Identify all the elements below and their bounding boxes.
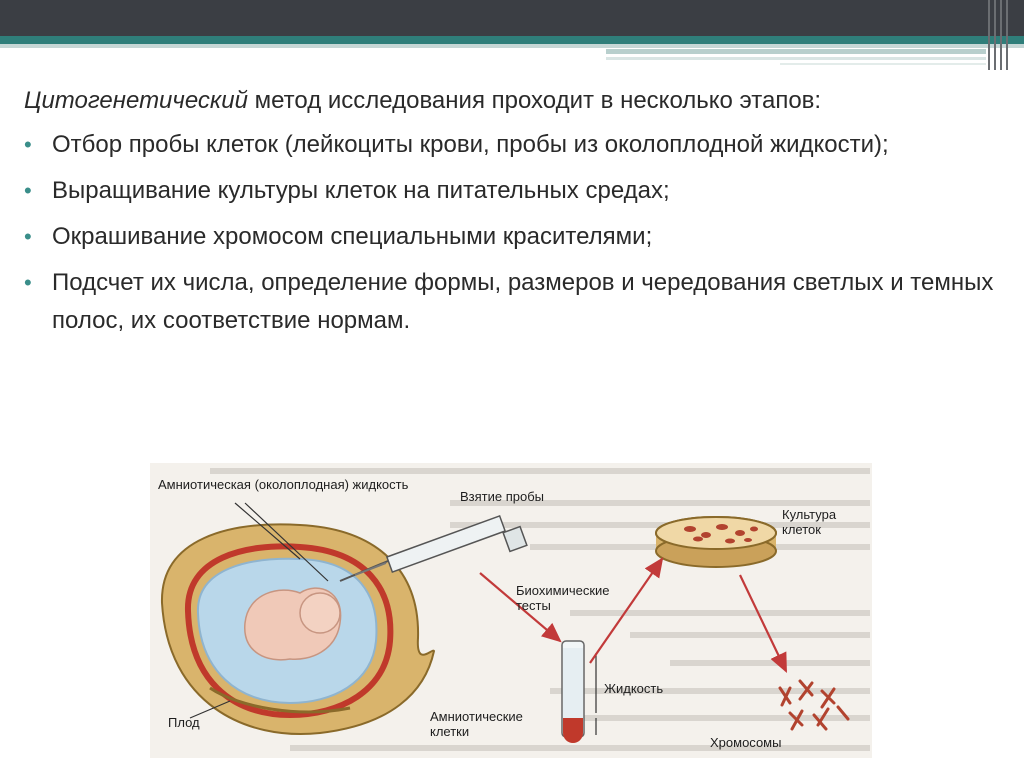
list-item: • Окрашивание хромосом специальными краси… — [24, 218, 1004, 256]
label-chromosomes: Хромосомы — [710, 735, 782, 750]
intro-paragraph: Цитогенетический метод исследования прох… — [24, 82, 1004, 120]
label-fetus: Плод — [168, 715, 200, 730]
slide-body: Цитогенетический метод исследования прох… — [24, 82, 1004, 348]
header-vertical-lines — [988, 0, 1014, 70]
stages-list: • Отбор пробы клеток (лейкоциты крови, пр… — [24, 126, 1004, 340]
header-stripe-right-3 — [780, 63, 986, 65]
bullet-icon: • — [24, 132, 32, 157]
stage-1-text: Отбор пробы клеток (лейкоциты крови, про… — [52, 131, 889, 158]
header-bar — [0, 0, 1024, 36]
label-biochem: Биохимические тесты — [516, 583, 610, 613]
diagram-graphic — [160, 468, 870, 751]
label-leader-lines — [189, 502, 329, 719]
stage-2-text: Выращивание культуры клеток на питательн… — [52, 177, 670, 204]
label-amniotic-fluid: Амниотическая (околоплодная) жидкость — [158, 477, 409, 492]
list-item: • Подсчет их числа, определение формы, ра… — [24, 264, 1004, 340]
process-arrows — [479, 557, 787, 673]
header-stripe-light — [0, 44, 1024, 48]
amniocentesis-diagram: Амниотическая (околоплодная) жидкость Вз… — [150, 463, 872, 758]
test-tube-icon — [561, 640, 597, 743]
header-stripe — [0, 36, 1024, 44]
stage-3-text: Окрашивание хромосом специальными красит… — [52, 223, 653, 250]
header-stripe-right — [606, 49, 986, 54]
uterus-shape — [160, 523, 436, 735]
bullet-icon: • — [24, 270, 32, 295]
label-sampling: Взятие пробы — [460, 489, 545, 504]
header-stripe-right-2 — [606, 57, 986, 60]
bullet-icon: • — [24, 224, 32, 249]
background-text-lines — [210, 468, 870, 751]
culture-dish-icon — [655, 516, 777, 568]
intro-text: метод исследования проходит в несколько … — [247, 87, 822, 114]
label-amniotic-cells: Амниотические клетки — [430, 709, 523, 739]
bullet-icon: • — [24, 178, 32, 203]
syringe-icon — [339, 514, 528, 582]
label-liquid: Жидкость — [604, 681, 664, 696]
stage-4-text: Подсчет их числа, определение формы, раз… — [52, 269, 994, 334]
list-item: • Выращивание культуры клеток на питатель… — [24, 172, 1004, 210]
list-item: • Отбор пробы клеток (лейкоциты крови, пр… — [24, 126, 1004, 164]
label-culture: Культура клеток — [782, 507, 837, 537]
intro-italic: Цитогенетический — [24, 87, 248, 114]
chromosomes-icon — [778, 679, 850, 731]
